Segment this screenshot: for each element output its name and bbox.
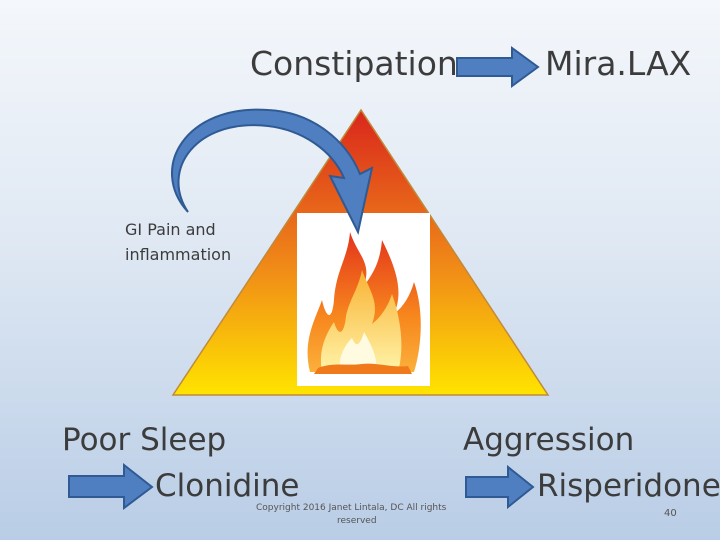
gi-pain-label-line1: GI Pain and xyxy=(125,220,216,239)
right-arrow-icon xyxy=(68,462,154,510)
miralax-label: Mira.LAX xyxy=(545,44,692,83)
right-arrow-icon xyxy=(456,46,540,88)
poor-sleep-label: Poor Sleep xyxy=(62,422,227,458)
right-arrow-icon xyxy=(465,464,535,510)
gi-pain-label-line2: inflammation xyxy=(125,245,232,264)
constipation-label: Constipation xyxy=(250,44,458,83)
page-number: 40 xyxy=(664,508,677,519)
risperidone-label: Risperidone xyxy=(537,468,720,504)
clonidine-label: Clonidine xyxy=(155,468,300,504)
copyright-line1: Copyright 2016 Janet Lintala, DC All rig… xyxy=(256,503,447,513)
curved-arrow-icon xyxy=(170,108,374,235)
aggression-label: Aggression xyxy=(463,422,635,458)
fire-icon xyxy=(297,213,430,386)
copyright-line2: reserved xyxy=(337,516,377,526)
